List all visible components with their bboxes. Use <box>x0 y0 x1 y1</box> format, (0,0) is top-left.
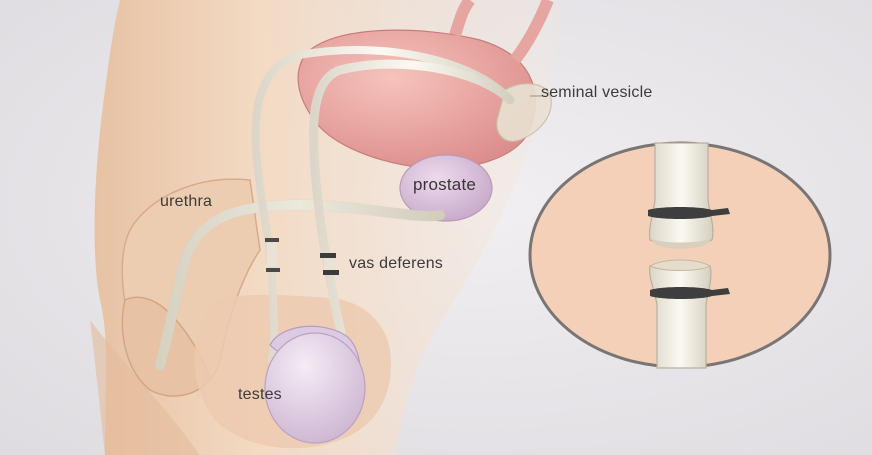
testis-shape <box>264 332 366 444</box>
prostate-shape <box>399 154 493 222</box>
inset-duct-upper <box>648 142 714 246</box>
urethra-outline <box>154 199 446 371</box>
thigh-shading <box>90 320 200 455</box>
vas-clip-right <box>320 253 339 275</box>
label-vas-deferens: vas deferens <box>349 255 444 272</box>
label-testes: testes <box>238 386 282 403</box>
vas-deferens-left <box>251 46 509 364</box>
inset-duct-lower <box>649 260 712 369</box>
ureter-right <box>510 0 554 64</box>
inset-clip-upper <box>648 207 730 219</box>
inset-clip-lower <box>650 287 730 299</box>
vas-clip-left <box>265 238 280 272</box>
inset-cut-lower <box>648 259 712 271</box>
inset-cut-upper <box>650 238 712 249</box>
label-seminal-vesicle: seminal vesicle <box>541 84 653 101</box>
urethra-tube <box>155 199 445 370</box>
label-prostate: prostate <box>413 175 477 194</box>
inset-magnified-view <box>528 141 832 369</box>
label-urethra: urethra <box>160 193 213 210</box>
vas-deferens-right <box>309 59 515 415</box>
ureter-left <box>449 0 475 37</box>
